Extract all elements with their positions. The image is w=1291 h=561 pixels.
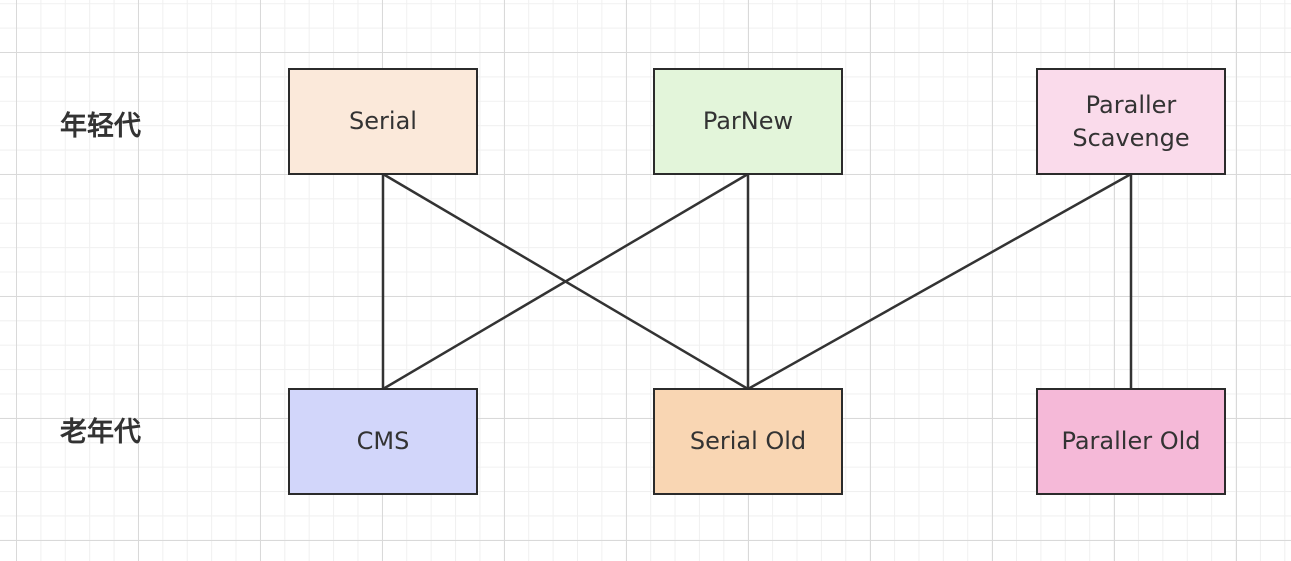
node-serial-old[interactable]: Serial Old bbox=[653, 388, 843, 495]
node-cms-label: CMS bbox=[356, 427, 410, 455]
node-cms[interactable]: CMS bbox=[288, 388, 478, 495]
node-serial-old-label: Serial Old bbox=[689, 427, 807, 455]
node-serial[interactable]: Serial bbox=[288, 68, 478, 175]
edge-parallel-scavenge-serial-old bbox=[747, 172, 1132, 391]
node-serial-label: Serial bbox=[349, 107, 417, 135]
old-generation-label: 老年代 bbox=[60, 417, 141, 448]
node-parallel-old-label: Paraller Old bbox=[1061, 427, 1201, 455]
edge-parnew-cms bbox=[382, 172, 749, 391]
node-parallel-scavenge-label: Paraller Scavenge bbox=[1072, 90, 1190, 152]
young-generation-label: 年轻代 bbox=[60, 111, 141, 142]
node-parnew-label: ParNew bbox=[702, 107, 794, 135]
node-parallel-old[interactable]: Paraller Old bbox=[1036, 388, 1226, 495]
node-parnew[interactable]: ParNew bbox=[653, 68, 843, 175]
node-parallel-scavenge[interactable]: Paraller Scavenge bbox=[1036, 68, 1226, 175]
